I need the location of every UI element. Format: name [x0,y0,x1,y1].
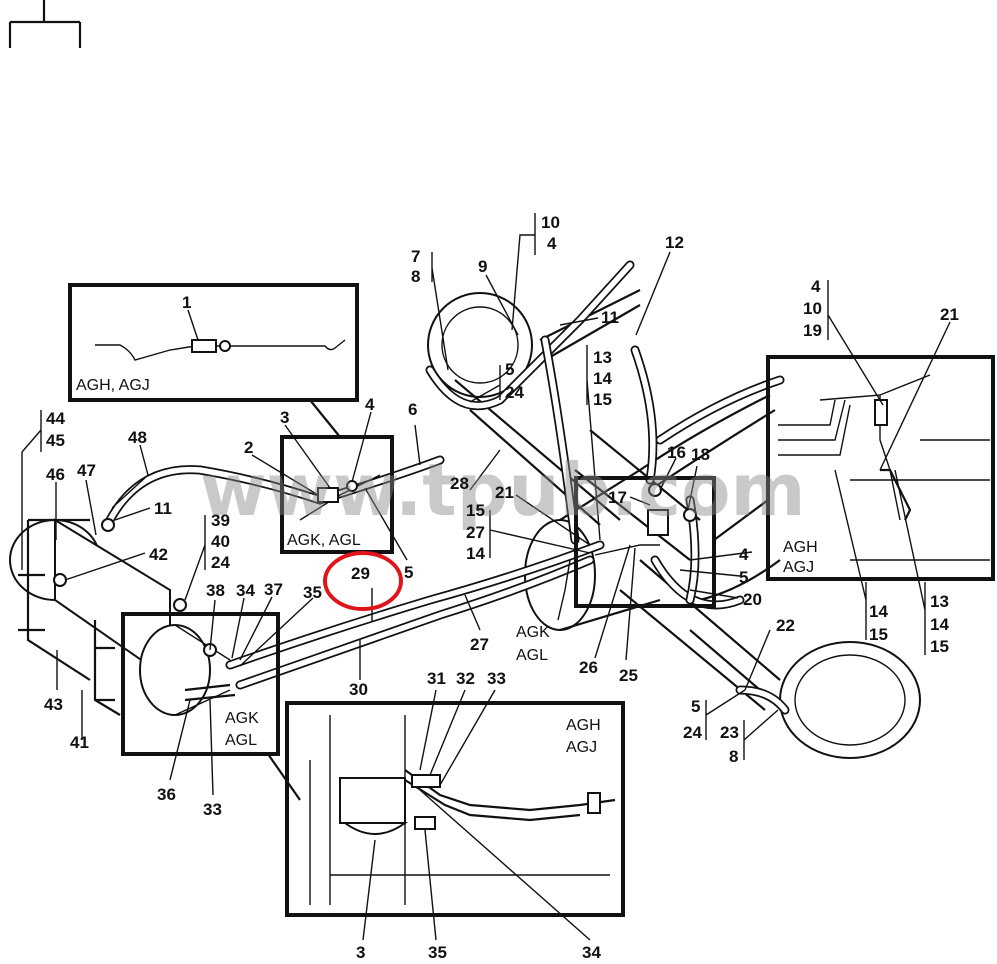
inset-top-left: AGH, AGJ [68,283,359,402]
callout-17: 17 [608,488,627,507]
inset-bottom-right-label-1: AGH [566,717,601,734]
callout-16: 16 [667,443,686,462]
brake-booster [9,518,187,716]
callout-15-right-2: 15 [930,637,949,656]
inset-bottom-right: AGH AGJ [285,701,625,917]
callout-13: 13 [593,348,612,367]
callout-5: 5 [404,563,413,582]
inset-top-left-label: AGH, AGJ [76,377,150,394]
callout-48: 48 [128,428,147,447]
callout-8-lower: 8 [729,747,738,766]
callout-20: 20 [743,590,762,609]
callout-labels: 1 2 3 4 5 6 7 8 9 10 4 11 12 13 14 15 5 … [44,213,959,962]
center-label-1: AGK [516,624,550,641]
callout-21-right: 21 [940,305,959,324]
inset-left-mid: AGK, AGL [280,435,394,554]
callout-4-center: 4 [739,545,749,564]
callout-14-right: 14 [869,602,888,621]
callout-14-mid: 14 [466,544,485,563]
inset-bottom-left-label-2: AGL [225,732,257,749]
callout-27: 27 [466,523,485,542]
callout-41: 41 [70,733,89,752]
inset-bottom-left: AGK AGL [121,612,280,756]
callout-6: 6 [408,400,417,419]
inset-bottom-left-label-1: AGK [225,710,259,727]
callout-29: 29 [351,564,370,583]
callout-3: 3 [280,408,289,427]
callout-24-lower: 24 [683,723,702,742]
callout-31: 31 [427,669,446,688]
callout-35: 35 [303,583,322,602]
callout-10-right: 10 [803,299,822,318]
callout-24: 24 [505,383,524,402]
callout-21: 21 [495,483,514,502]
callout-19: 19 [803,321,822,340]
callout-11-left: 11 [154,499,172,518]
callout-12: 12 [665,233,684,252]
inset-right-top-label-1: AGH [783,539,818,556]
callout-18: 18 [691,445,710,464]
highlight-circle-29 [323,551,403,611]
callout-37: 37 [264,580,283,599]
callout-7: 7 [411,247,420,266]
callout-34: 34 [236,581,255,600]
callout-1: 1 [182,293,191,312]
callout-47: 47 [77,461,96,480]
inset-right-top-label-2: AGJ [783,559,814,576]
rear-axle-assembly [574,394,921,759]
callout-14: 14 [593,369,612,388]
callout-25: 25 [619,666,638,685]
callout-40: 40 [211,532,230,551]
callout-13-right: 13 [930,592,949,611]
inset-bottom-right-label-2: AGJ [566,739,597,756]
callout-4: 4 [365,395,375,414]
callout-10: 10 [541,213,560,232]
callout-45: 45 [46,431,65,450]
callout-27-lower: 27 [470,635,489,654]
inset-center [574,476,716,608]
callout-3-inset: 3 [356,943,365,962]
callout-5-lower: 5 [691,697,700,716]
leader-lines [21,213,951,941]
callout-23: 23 [720,723,739,742]
corner-bracket [8,0,82,48]
callout-28: 28 [450,474,469,493]
inset-connectors [267,399,769,801]
inset-right-top: AGH AGJ [766,355,995,581]
callout-4-right: 4 [811,277,821,296]
callout-5-mid: 5 [505,360,514,379]
callout-9: 9 [478,257,487,276]
callout-15-mid: 15 [466,501,485,520]
inset-left-mid-label: AGK, AGL [287,532,361,549]
callout-35-inset: 35 [428,943,447,962]
callout-39: 39 [211,511,230,530]
callout-11: 11 [601,308,619,327]
callout-5-center: 5 [739,568,748,587]
callout-38: 38 [206,581,225,600]
callout-46: 46 [46,465,65,484]
callout-36: 36 [157,785,176,804]
callout-15-right: 15 [869,625,888,644]
callout-43: 43 [44,695,63,714]
callout-24-left: 24 [211,553,230,572]
callout-8: 8 [411,267,420,286]
callout-33: 33 [203,800,222,819]
center-label-2: AGL [516,647,548,664]
callout-34-inset: 34 [582,943,601,962]
callout-4-top: 4 [547,234,557,253]
callout-30: 30 [349,680,368,699]
callout-44: 44 [46,409,65,428]
watermark-text: www.tpub.com [200,448,806,532]
callout-32: 32 [456,669,475,688]
callout-15: 15 [593,390,612,409]
callout-14-right-2: 14 [930,615,949,634]
callout-22: 22 [776,616,795,635]
callout-42: 42 [149,545,168,564]
callout-2: 2 [244,438,253,457]
callout-33-inset: 33 [487,669,506,688]
callout-26: 26 [579,658,598,677]
